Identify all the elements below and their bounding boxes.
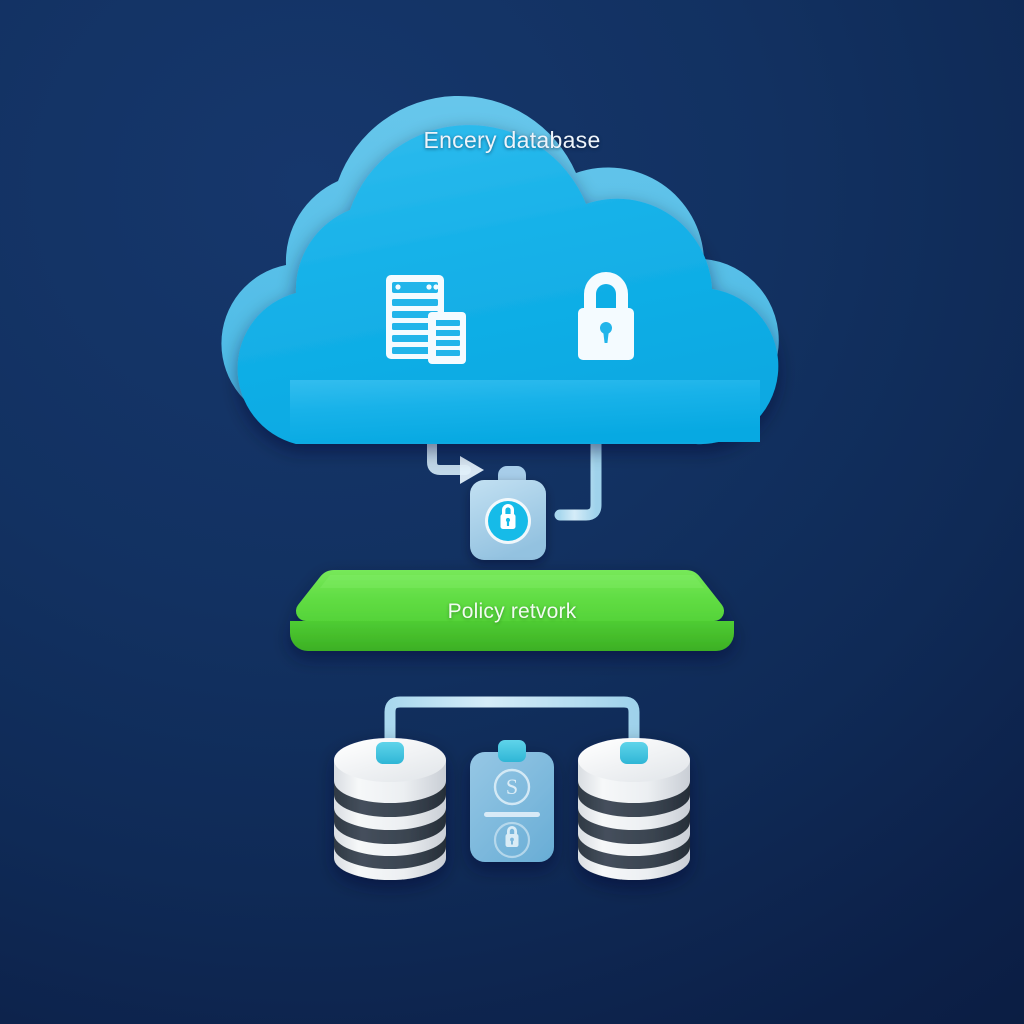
- policy-card: S: [470, 752, 554, 862]
- page-title: Encery database: [423, 127, 601, 153]
- policy-bar: [290, 570, 734, 651]
- lock-icon: [578, 272, 634, 360]
- connector-cap-left: [376, 742, 404, 764]
- policy-bar-label: Policy retvork: [447, 600, 577, 623]
- encryption-gateway-node: [470, 466, 546, 560]
- card-divider: [484, 812, 540, 817]
- database-list-icon: [386, 275, 466, 364]
- connector-cap-middle: [498, 740, 526, 762]
- flow-arrow-icon: [460, 456, 484, 484]
- lock-circle-icon: [493, 821, 531, 859]
- connector-cap-right: [620, 742, 648, 764]
- database-cylinder-left: [334, 738, 446, 880]
- cloud-shape: [221, 95, 779, 445]
- dollar-symbol: S: [506, 774, 518, 799]
- dollar-circle-icon: [493, 768, 531, 806]
